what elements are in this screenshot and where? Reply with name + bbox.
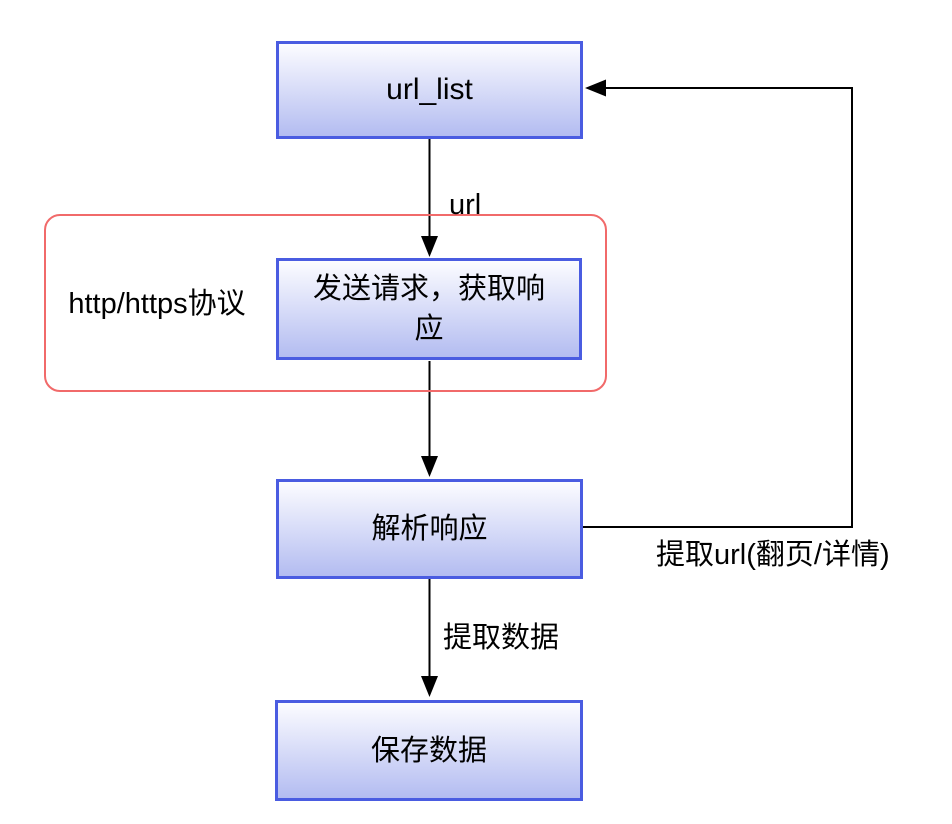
node-url-list: url_list: [276, 41, 583, 139]
node-save-data-label: 保存数据: [370, 734, 487, 767]
arrow-down-icon: [421, 456, 438, 477]
edge-parseresponse-to-urllist-loop: [583, 79, 853, 528]
node-parse-response-label: 解析响应: [371, 513, 488, 545]
edge-label-extract-url: 提取url(翻页/详情): [656, 539, 890, 571]
node-send-request-label: 发送请求，获取响应: [312, 273, 545, 345]
http-protocol-group-outline: [44, 214, 607, 392]
edge-label-extract-data: 提取数据: [443, 622, 560, 654]
node-parse-response: 解析响应: [276, 479, 583, 579]
node-save-data: 保存数据: [275, 700, 583, 801]
node-send-request: 发送请求，获取响应: [276, 258, 582, 360]
arrow-left-icon: [585, 79, 606, 97]
edge-parseresponse-to-savedata: [421, 579, 438, 697]
edge-urllist-to-sendrequest: [421, 139, 438, 257]
http-protocol-group-label: http/https协议: [68, 288, 246, 320]
edge-sendrequest-to-parseresponse: [421, 361, 438, 477]
arrow-down-icon: [421, 676, 438, 697]
node-url-list-label: url_list: [386, 73, 473, 106]
edge-label-url: url: [449, 189, 482, 221]
arrow-down-icon: [421, 236, 438, 257]
